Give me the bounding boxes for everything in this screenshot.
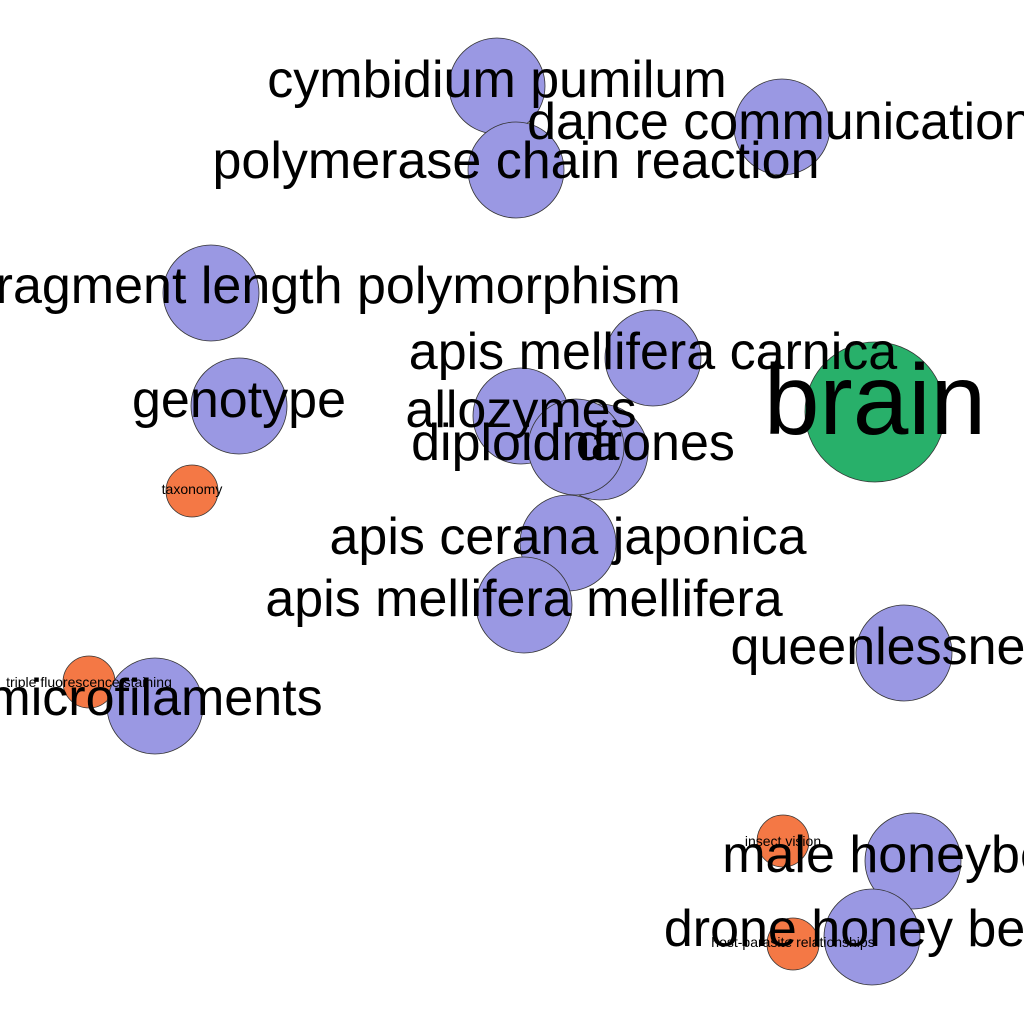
node-genotype[interactable] xyxy=(190,357,288,455)
node-label-dna: dna xyxy=(533,414,620,472)
node-label-mellifera: apis mellifera mellifera xyxy=(265,570,782,628)
node-label-cymbidium: cymbidium pumilum xyxy=(267,51,726,109)
node-drone[interactable] xyxy=(823,888,921,986)
node-label-taxonomy: taxonomy xyxy=(162,481,223,497)
node-queenless[interactable] xyxy=(855,604,953,702)
node-label-genotype: genotype xyxy=(132,371,346,429)
node-insectvision[interactable] xyxy=(756,814,810,868)
node-label-drone: drone honey bees xyxy=(664,900,1024,958)
node-label-diploid: diploid drones xyxy=(411,414,735,472)
node-dance[interactable] xyxy=(733,78,831,176)
node-label-insectvision: insect vision xyxy=(745,833,821,849)
node-label-hostparasite: host-parasite relationships xyxy=(711,934,874,950)
node-hostparasite[interactable] xyxy=(766,917,820,971)
node-carnica[interactable] xyxy=(604,309,702,407)
node-label-allozymes: allozymes xyxy=(405,381,636,439)
node-label-male: male honeybees xyxy=(722,826,1024,884)
node-label-dance: dance communication xyxy=(527,93,1024,151)
node-label-microfilaments: microfilaments xyxy=(0,669,323,727)
node-taxonomy[interactable] xyxy=(165,464,219,518)
node-label-triple: triple fluorescence staining xyxy=(6,674,172,690)
node-label-rflp: restriction fragment length polymorphism xyxy=(0,257,681,315)
node-microfilaments[interactable] xyxy=(106,657,204,755)
node-rflp[interactable] xyxy=(162,244,260,342)
node-mellifera[interactable] xyxy=(475,556,573,654)
node-pcr[interactable] xyxy=(467,121,565,219)
node-label-pcr: polymerase chain reaction xyxy=(213,132,820,190)
node-label-brain: brain xyxy=(764,344,986,456)
node-male[interactable] xyxy=(864,812,962,910)
node-label-queenless: queenlessness xyxy=(731,618,1024,676)
node-circles xyxy=(62,37,962,986)
node-label-cerana: apis cerana japonica xyxy=(330,508,807,566)
node-brain[interactable] xyxy=(804,341,946,483)
node-label-carnica: apis mellifera carnica xyxy=(409,323,897,381)
node-dna[interactable] xyxy=(527,398,625,496)
